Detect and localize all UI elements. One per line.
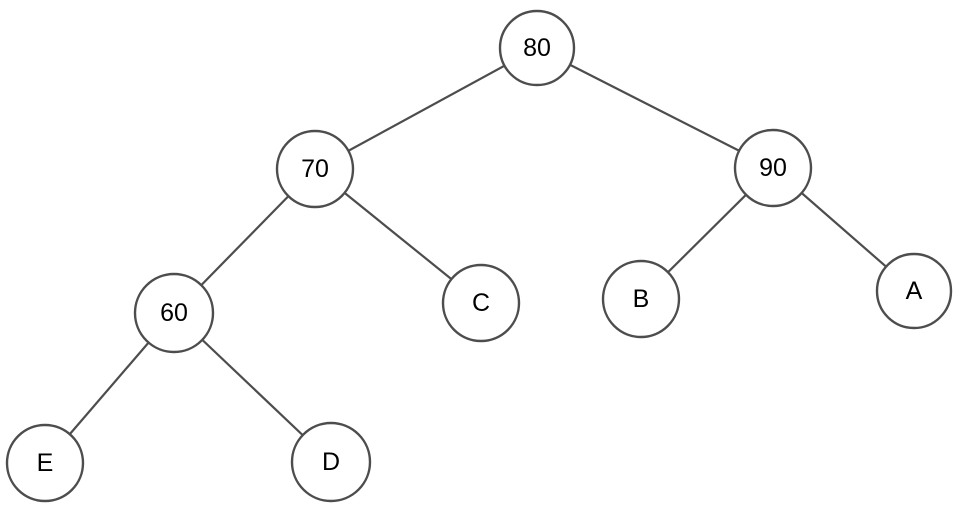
- tree-node-A: A: [875, 252, 953, 330]
- tree-node-80: 80: [498, 9, 576, 87]
- tree-node-circle-A: [875, 252, 953, 330]
- tree-node-label-60: 60: [160, 299, 188, 327]
- tree-node-label-E: E: [37, 449, 54, 477]
- tree-node-70: 70: [275, 129, 355, 209]
- tree-node-circle-80: [498, 9, 576, 87]
- tree-node-label-70: 70: [301, 155, 329, 183]
- tree-edge-80-70: [314, 47, 538, 170]
- tree-node-C: C: [441, 263, 521, 343]
- tree-node-label-C: C: [472, 289, 490, 317]
- tree-node-circle-D: [290, 421, 372, 503]
- tree-node-label-D: D: [322, 448, 340, 476]
- tree-node-90: 90: [733, 128, 813, 208]
- tree-node-circle-E: [5, 423, 85, 503]
- tree-node-circle-C: [441, 263, 521, 343]
- tree-node-E: E: [5, 423, 85, 503]
- tree-node-label-80: 80: [523, 34, 551, 62]
- tree-node-60: 60: [133, 272, 215, 354]
- tree-node-circle-B: [601, 259, 681, 339]
- tree-edges-layer: [44, 47, 915, 464]
- tree-node-circle-70: [275, 129, 355, 209]
- tree-edge-80-90: [536, 47, 774, 169]
- tree-nodes-layer: 80 70 90 60 C B A E D: [5, 9, 953, 503]
- tree-node-label-B: B: [633, 285, 650, 313]
- tree-node-D: D: [290, 421, 372, 503]
- tree-node-circle-60: [133, 272, 215, 354]
- tree-node-label-A: A: [906, 277, 923, 305]
- tree-node-circle-90: [733, 128, 813, 208]
- tree-node-label-90: 90: [759, 154, 787, 182]
- tree-node-B: B: [601, 259, 681, 339]
